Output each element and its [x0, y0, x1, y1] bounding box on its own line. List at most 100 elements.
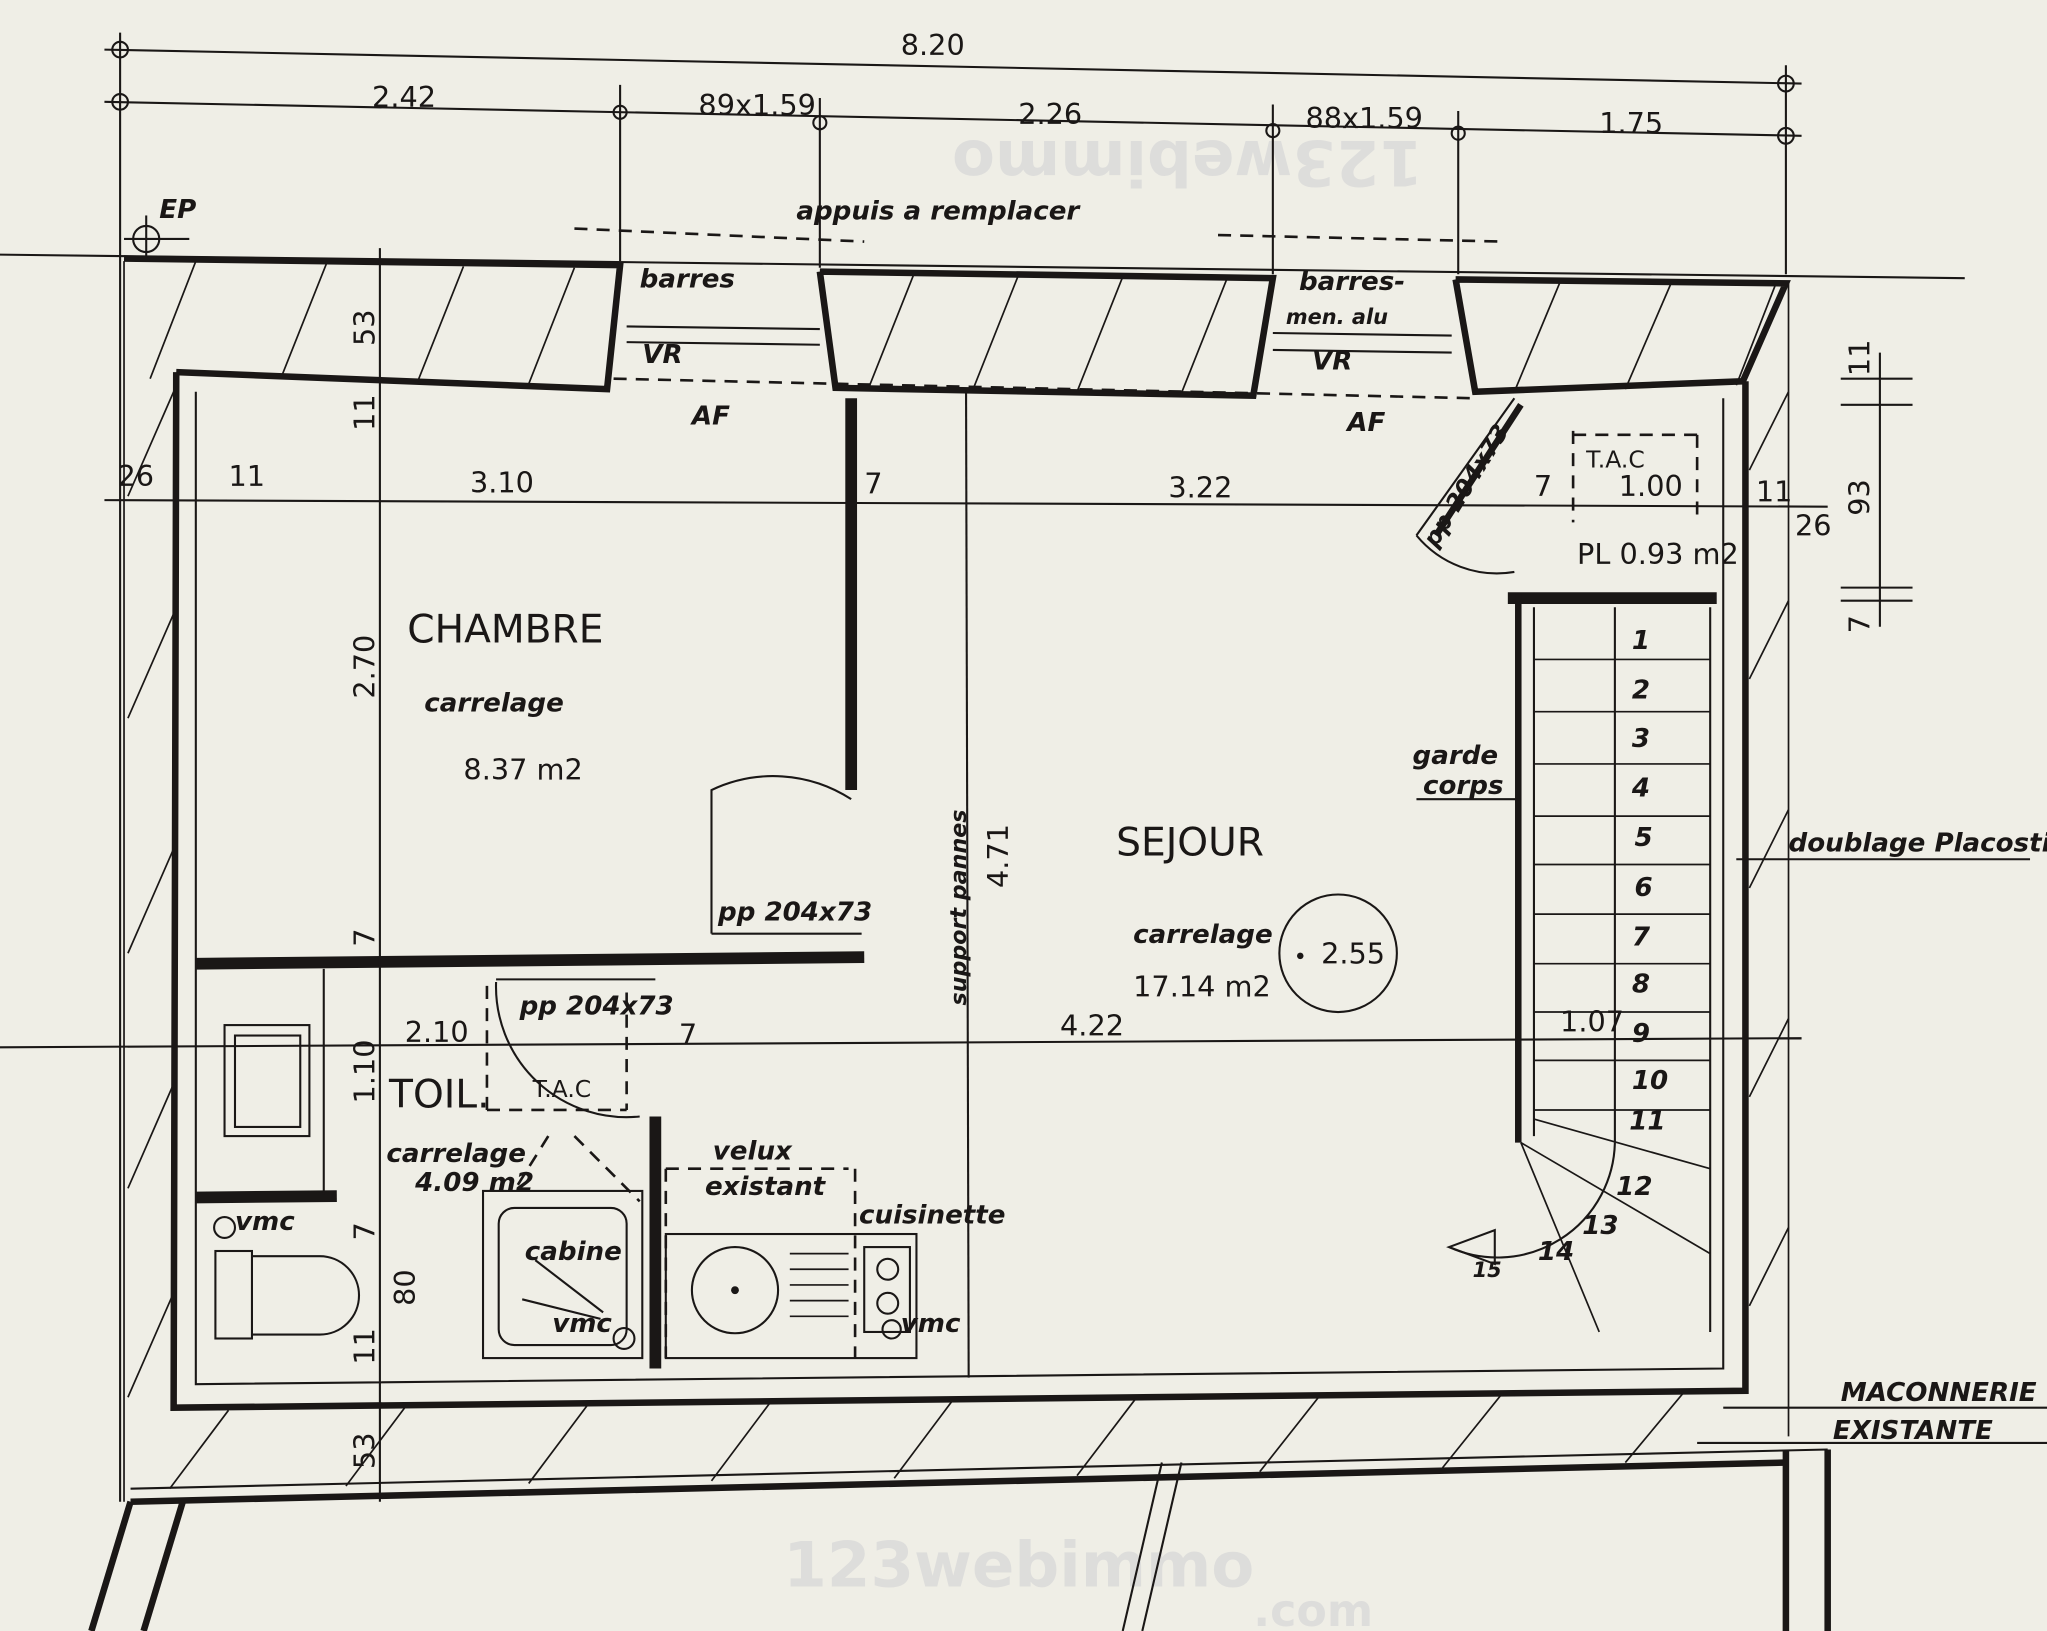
dim-seg: 2.42 [372, 80, 436, 114]
door-label: pp 204x73 [519, 992, 674, 1022]
step-number: 2 [1632, 676, 1650, 706]
label-velux: velux [713, 1137, 793, 1167]
dimension-row-2: 2.10 7 4.22 1.07 [0, 1005, 1802, 1052]
step-number: 9 [1632, 1019, 1650, 1049]
dim-label: 11 [228, 459, 265, 493]
top-dimensions: 8.20 2.42 89x1.59 2.26 88x1.59 1.75 [104, 28, 1802, 1502]
label-vmc: vmc [901, 1309, 961, 1339]
dim-label: 26 [117, 459, 154, 493]
room-toil: TOIL. T.A.C pp 204x73 carrelage 4.09 m2 … [213, 978, 674, 1360]
door-swing [710, 775, 852, 934]
dim-seg: 1.75 [1599, 106, 1663, 140]
room-floor: carrelage [1133, 920, 1273, 950]
dim-label: 53 [348, 309, 382, 346]
label-garde-corps: corps [1423, 771, 1504, 801]
dim-label: 53 [348, 1433, 382, 1470]
label-cabine: cabine [525, 1237, 622, 1267]
door-label: pp 204x73 [1417, 419, 1515, 552]
label-tac-width: 1.00 [1619, 469, 1683, 503]
label-vmc: vmc [552, 1309, 612, 1339]
room-floor: carrelage [386, 1139, 526, 1169]
dim-height: 4.71 [981, 824, 1015, 888]
dimension-row-1: 26 11 3.10 7 3.22 7 11 26 [104, 459, 1832, 542]
hob-icon [863, 1246, 911, 1334]
watermark-text: 123webimmo [952, 126, 1423, 199]
label-maconnerie: MACONNERIE [1841, 1378, 2037, 1408]
kitchen-counter [664, 1232, 918, 1360]
label-vmc: vmc [235, 1207, 295, 1237]
dim-label: 93 [1842, 479, 1876, 516]
dimension-left: 53 11 2.70 7 1.10 7 80 11 53 [348, 248, 422, 1502]
dim-label: 7 [864, 467, 882, 501]
dim-seg: 88x1.59 [1305, 101, 1422, 135]
room-area: 17.14 m2 [1133, 969, 1271, 1003]
sink-icon [690, 1246, 780, 1335]
label-support-pannes: support pannes [946, 809, 972, 1005]
step-number: 6 [1634, 873, 1652, 903]
label-doublage: doublage Placostil [1789, 828, 2047, 858]
room-area: 8.37 m2 [463, 753, 582, 787]
shower-icon [481, 1189, 644, 1360]
label-velux: existant [705, 1172, 827, 1202]
dim-label: 1.07 [1560, 1005, 1624, 1039]
stair-treads [1520, 658, 1711, 1333]
label-barres: barres- [1299, 267, 1405, 297]
step-number: 5 [1634, 823, 1652, 853]
door-label: pp 204x73 [717, 898, 872, 928]
kitchenette: velux existant cuisinette vmc [664, 1137, 1005, 1360]
room-name: TOIL. [388, 1072, 490, 1117]
arrow-icon [1446, 1228, 1496, 1266]
dim-label: 11 [1756, 474, 1793, 508]
height-marker [1278, 893, 1398, 1014]
toilet-icon [214, 1249, 254, 1340]
label-af: AF [1345, 408, 1385, 438]
watermark-top: 123webimmo [952, 126, 1423, 199]
room-chambre: CHAMBRE carrelage 8.37 m2 pp 204x73 [407, 607, 872, 935]
watermark-text: 123webimmo [783, 1529, 1254, 1602]
dim-label: 7 [679, 1018, 697, 1052]
room-name: SEJOUR [1116, 820, 1264, 865]
step-number: 3 [1632, 724, 1650, 754]
label-pl: PL 0.93 m2 [1577, 537, 1739, 571]
dim-seg: 2.26 [1018, 97, 1082, 131]
door-swing [495, 981, 640, 1119]
step-number: 7 [1632, 922, 1651, 952]
dim-label: 80 [388, 1269, 422, 1306]
label-appuis: appuis a remplacer [796, 196, 1081, 226]
dim-label: 7 [1534, 469, 1552, 503]
label-garde-corps: garde [1413, 741, 1499, 771]
step-number: 4 [1631, 774, 1650, 804]
dim-label: 2.10 [405, 1015, 469, 1049]
step-number: 14 [1538, 1237, 1574, 1267]
dim-label: 2.70 [348, 635, 382, 699]
step-number: 12 [1616, 1172, 1652, 1202]
label-ep: EP [159, 195, 196, 225]
dim-label: 11 [1842, 340, 1876, 377]
step-number: 1 [1632, 626, 1650, 656]
label-cuisinette: cuisinette [859, 1201, 1005, 1231]
dim-seg: 89x1.59 [698, 88, 815, 122]
room-floor: carrelage [424, 689, 564, 719]
room-sejour: SEJOUR carrelage 17.14 m2 2.55 [1116, 820, 1398, 1014]
label-af: AF [690, 401, 730, 431]
dim-label: 7 [348, 928, 382, 946]
step-number: 10 [1632, 1066, 1668, 1096]
dim-label: 11 [348, 1328, 382, 1365]
label-vr: VR [642, 340, 682, 370]
step-number: 13 [1582, 1211, 1618, 1241]
top-wall: barres barres- men. alu VR VR AF AF [0, 227, 1965, 438]
label-tac: T.A.C [532, 1075, 592, 1103]
dim-label: 4.22 [1060, 1009, 1124, 1043]
label-maconnerie: EXISTANTE [1833, 1416, 1993, 1446]
label-tac: T.A.C [1585, 445, 1645, 473]
label-vr: VR [1312, 347, 1352, 377]
dimension-right: 11 93 7 [1840, 340, 1913, 633]
dim-label: 26 [1795, 508, 1832, 542]
ceiling-height: 2.55 [1321, 937, 1385, 971]
dim-label: 3.22 [1168, 471, 1232, 505]
dim-label: 1.10 [348, 1039, 382, 1103]
step-number: 8 [1632, 969, 1650, 999]
watermark-domain: .com [1253, 1586, 1373, 1631]
room-name: CHAMBRE [407, 607, 603, 652]
